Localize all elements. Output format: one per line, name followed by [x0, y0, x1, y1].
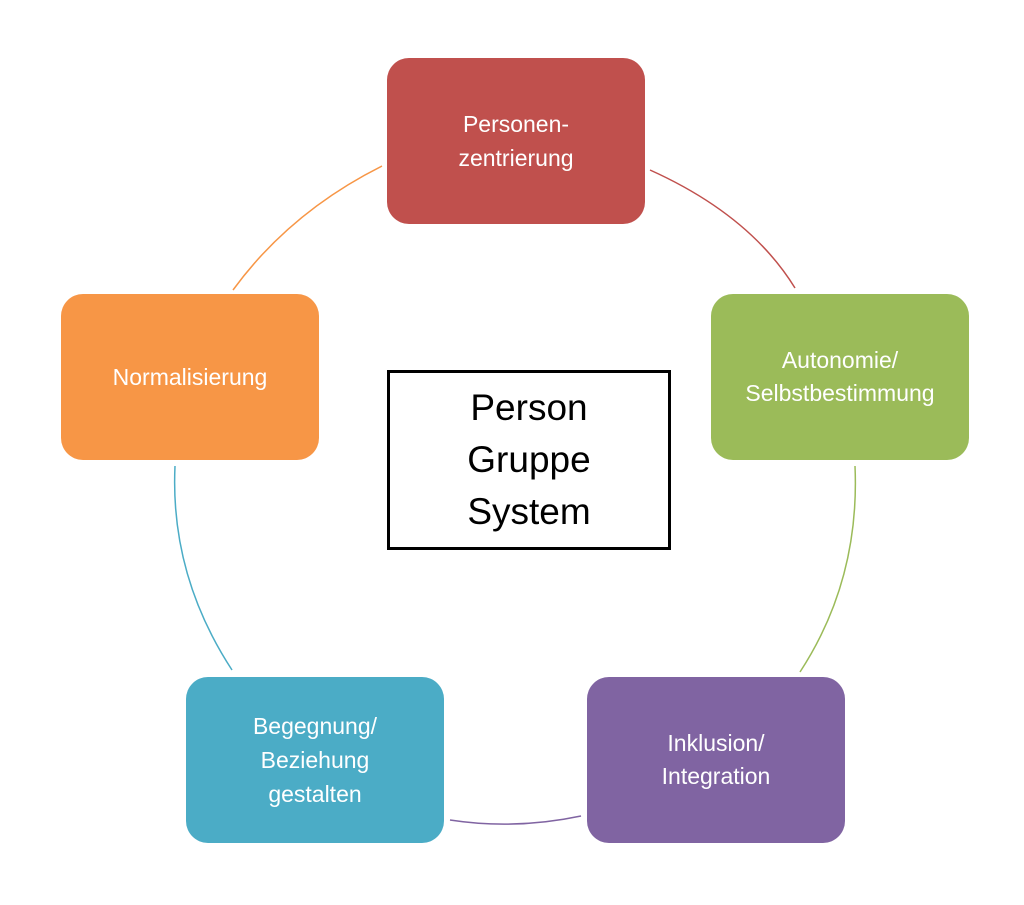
connector-right-to-bottom-right	[799, 465, 857, 673]
connector-left-to-top	[232, 165, 383, 291]
node-label-line: Personen-	[462, 111, 570, 137]
connector-bottom-right-to-bottom-left	[449, 815, 582, 825]
node-label-line: gestalten	[268, 781, 362, 807]
node-label-line: Normalisierung	[112, 364, 268, 390]
node-label-line: Autonomie/	[781, 347, 899, 373]
node-begegnung-beziehung: Begegnung/ Beziehung gestalten	[186, 677, 444, 843]
node-normalisierung: Normalisierung	[61, 294, 319, 460]
connector-top-to-right	[649, 169, 796, 289]
node-label-line: Integration	[661, 763, 771, 789]
center-label-line: Gruppe	[467, 439, 591, 480]
node-label-line: zentrierung	[458, 145, 574, 171]
center-label-line: Person	[470, 387, 588, 428]
node-label-line: Beziehung	[260, 747, 370, 773]
node-label-line: Selbstbestimmung	[745, 380, 935, 406]
node-label-line: Begegnung/	[252, 713, 378, 739]
center-label-line: System	[467, 491, 591, 532]
node-label-line: Inklusion/	[667, 730, 765, 756]
node-autonomie-selbstbestimmung: Autonomie/ Selbstbestimmung	[711, 294, 969, 460]
node-inklusion-integration: Inklusion/ Integration	[587, 677, 845, 843]
center-box: Person Gruppe System	[387, 370, 671, 550]
node-personenzentrierung: Personen- zentrierung	[387, 58, 645, 224]
connector-bottom-left-to-left	[173, 465, 233, 671]
